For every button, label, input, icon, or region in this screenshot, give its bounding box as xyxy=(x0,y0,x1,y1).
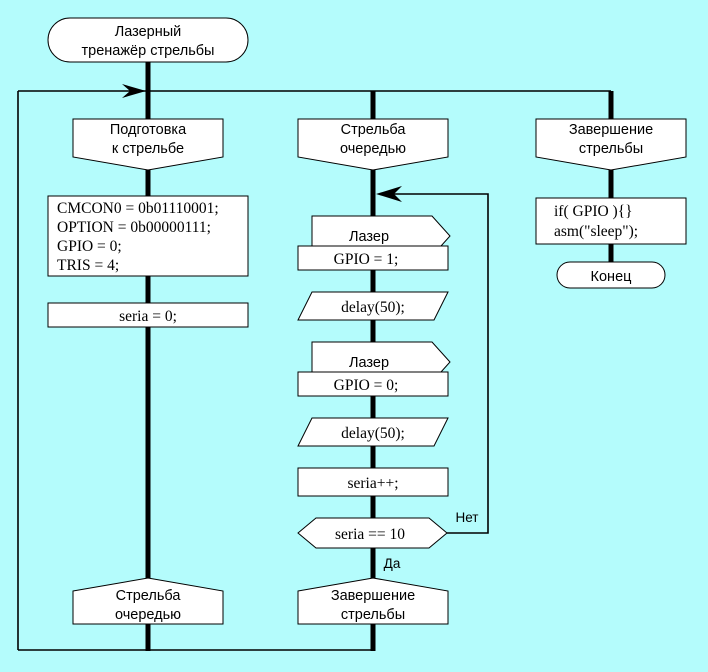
title-text-line2: тренажёр стрельбы xyxy=(82,43,215,59)
left-header-shape xyxy=(72,118,224,171)
middle-header-line2: очередью xyxy=(340,141,406,157)
middle-header-shape xyxy=(297,118,449,171)
left-assign-shape xyxy=(47,302,249,328)
middle-header-line1: Стрельба xyxy=(341,122,407,138)
left-footer-shape xyxy=(72,577,224,625)
right-code-line1: if( GPIO ){} xyxy=(554,203,633,220)
delay-1-shape xyxy=(297,291,449,321)
left-code-line3: GPIO = 0; xyxy=(57,238,122,255)
left-header-line1: Подготовка xyxy=(110,122,187,138)
laser-on-title: Лазер xyxy=(349,229,389,245)
decision-condition-text: seria == 10 xyxy=(335,526,405,543)
increment-shape xyxy=(297,467,449,497)
left-code-line1: CMCON0 = 0b01110001; xyxy=(57,200,219,217)
left-header-line2: к стрельбе xyxy=(112,141,184,157)
end-terminator-shape xyxy=(556,261,666,289)
middle-footer-line1: Завершение xyxy=(331,588,415,604)
title-terminator-shape xyxy=(47,17,249,63)
right-code-block-shape xyxy=(535,197,687,245)
right-header-line1: Завершение xyxy=(569,122,653,138)
title-text-line1: Лазерный xyxy=(115,24,182,40)
left-code-line2: OPTION = 0b00000111; xyxy=(57,219,211,236)
decision-no-label: Нет xyxy=(456,510,479,525)
left-footer-line1: Стрельба xyxy=(116,588,182,604)
bus-arrowhead-icon xyxy=(122,84,146,98)
decision-shape xyxy=(297,517,448,549)
right-header-line2: стрельбы xyxy=(579,141,643,157)
end-terminator-text: Конец xyxy=(591,269,632,285)
middle-footer-line2: стрельбы xyxy=(341,607,405,623)
no-branch-loop-line xyxy=(380,193,489,534)
delay-1-text: delay(50); xyxy=(341,299,405,316)
laser-on-body-shape xyxy=(297,245,449,271)
laser-off-body: GPIO = 0; xyxy=(334,377,399,394)
laser-off-title: Лазер xyxy=(349,355,389,371)
decision-yes-label: Да xyxy=(384,556,401,571)
laser-off-body-shape xyxy=(297,371,449,397)
right-code-line2: asm("sleep"); xyxy=(554,223,638,240)
no-branch-arrowhead-icon xyxy=(376,186,402,202)
right-header-shape xyxy=(535,118,687,171)
left-footer-line2: очередью xyxy=(115,607,181,623)
left-code-block-shape xyxy=(47,195,249,277)
left-code-line4: TRIS = 4; xyxy=(57,257,119,274)
delay-2-shape xyxy=(297,417,449,447)
middle-footer-shape xyxy=(297,577,449,625)
increment-text: seria++; xyxy=(347,475,398,492)
delay-2-text: delay(50); xyxy=(341,425,405,442)
laser-on-body: GPIO = 1; xyxy=(334,251,399,268)
left-assign-text: seria = 0; xyxy=(119,308,177,325)
